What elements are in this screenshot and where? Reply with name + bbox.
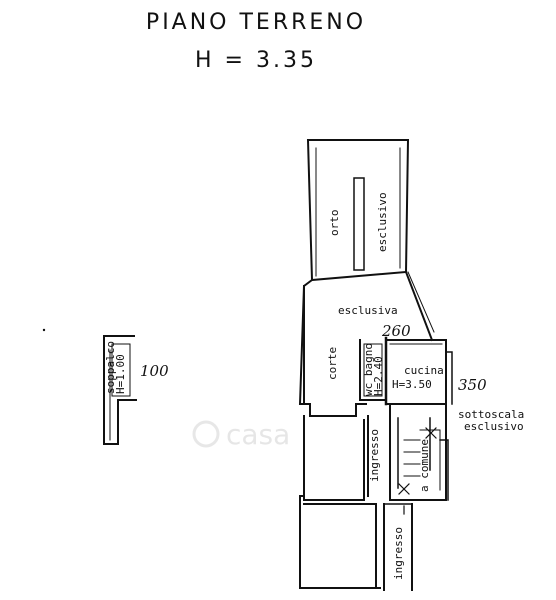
- orto-wall: [306, 139, 410, 282]
- cucina-wall: [385, 339, 447, 405]
- soppalco-wall: [103, 335, 137, 445]
- wc-height-label: H=2.40: [372, 356, 385, 396]
- orto-label: orto: [328, 210, 341, 237]
- plan-title: PIANO TERRENO: [145, 10, 367, 35]
- ingresso-wall: [303, 415, 365, 501]
- orto-esclusivo-label: esclusivo: [376, 192, 389, 252]
- ingresso-lower-label: ingresso: [392, 527, 405, 580]
- dimension-350: 350: [458, 376, 487, 394]
- svg-text:casa: casa: [226, 418, 290, 451]
- a-comune-label: a comune: [418, 439, 431, 492]
- ingresso-upper-label: ingresso: [368, 429, 381, 482]
- corte-label: corte: [326, 347, 339, 380]
- soppalco-label: soppalco: [104, 341, 117, 394]
- stair-wall: [389, 403, 447, 501]
- dimension-100: 100: [140, 362, 169, 380]
- watermark: casa: [192, 418, 290, 451]
- plan-height: H = 3.35: [195, 48, 317, 73]
- wc-wall: [359, 339, 387, 401]
- cucina-height-label: H=3.50: [392, 378, 432, 391]
- cucina-label: cucina: [404, 364, 444, 377]
- esclusiva-label: esclusiva: [338, 304, 398, 317]
- wc-bagno-label: wc bagno: [362, 343, 375, 396]
- soppalco-height-label: H=1.00: [114, 354, 127, 394]
- sottoscala-label: sottoscala: [458, 408, 524, 421]
- dimension-260: 260: [381, 322, 411, 340]
- sottoscala-esclusivo-label: esclusivo: [464, 420, 524, 433]
